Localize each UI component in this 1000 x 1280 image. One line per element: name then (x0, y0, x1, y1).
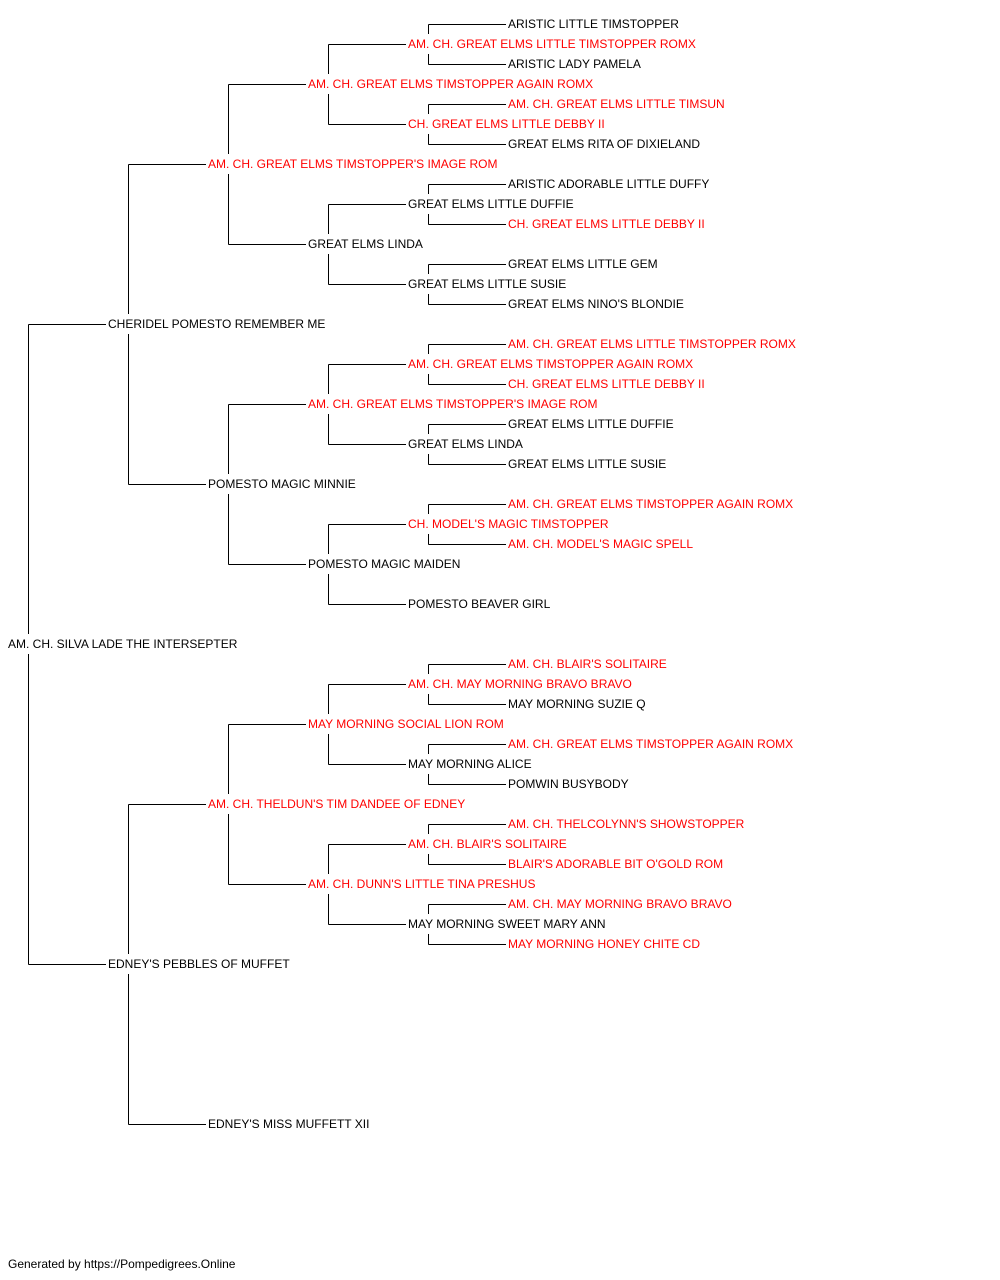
ancestor-name: ARISTIC ADORABLE LITTLE DUFFY (508, 177, 710, 191)
ancestor-name: GREAT ELMS NINO'S BLONDIE (508, 297, 684, 311)
ancestor-name: AM. CH. GREAT ELMS TIMSTOPPER AGAIN ROMX (508, 497, 794, 511)
ancestor-name: AM. CH. THELCOLYNN'S SHOWSTOPPER (508, 817, 745, 831)
ancestor-name: AM. CH. MAY MORNING BRAVO BRAVO (508, 897, 732, 911)
ancestor-name: MAY MORNING SWEET MARY ANN (408, 917, 606, 931)
ancestor-name: CH. GREAT ELMS LITTLE DEBBY II (508, 377, 705, 391)
ancestor-name: AM. CH. THELDUN'S TIM DANDEE OF EDNEY (208, 797, 466, 811)
ancestor-name: AM. CH. MAY MORNING BRAVO BRAVO (408, 677, 632, 691)
ancestor-name: GREAT ELMS LITTLE GEM (508, 257, 658, 271)
ancestor-name: POMWIN BUSYBODY (508, 777, 629, 791)
ancestor-name: AM. CH. GREAT ELMS LITTLE TIMSTOPPER ROM… (408, 37, 696, 51)
ancestor-name: AM. CH. MODEL'S MAGIC SPELL (508, 537, 693, 551)
ancestor-name: AM. CH. DUNN'S LITTLE TINA PRESHUS (308, 877, 536, 891)
ancestor-name: GREAT ELMS LITTLE SUSIE (508, 457, 667, 471)
ancestor-name: AM. CH. GREAT ELMS TIMSTOPPER AGAIN ROMX (308, 77, 594, 91)
ancestor-name: ARISTIC LITTLE TIMSTOPPER (508, 17, 679, 31)
ancestor-name: GREAT ELMS LINDA (308, 237, 423, 251)
ancestor-name: AM. CH. GREAT ELMS TIMSTOPPER'S IMAGE RO… (308, 397, 598, 411)
ancestor-name: MAY MORNING ALICE (408, 757, 532, 771)
ancestor-name: AM. CH. GREAT ELMS TIMSTOPPER'S IMAGE RO… (208, 157, 498, 171)
ancestor-name: AM. CH. BLAIR'S SOLITAIRE (408, 837, 567, 851)
ancestor-name: GREAT ELMS LITTLE SUSIE (408, 277, 567, 291)
ancestor-name: EDNEY'S PEBBLES OF MUFFET (108, 957, 290, 971)
ancestor-name: BLAIR'S ADORABLE BIT O'GOLD ROM (508, 857, 724, 871)
ancestor-name: AM. CH. GREAT ELMS TIMSTOPPER AGAIN ROMX (408, 357, 694, 371)
ancestor-name: ARISTIC LADY PAMELA (508, 57, 641, 71)
ancestor-name: CH. MODEL'S MAGIC TIMSTOPPER (408, 517, 609, 531)
ancestor-name: MAY MORNING SUZIE Q (508, 697, 646, 711)
ancestor-name: CH. GREAT ELMS LITTLE DEBBY II (408, 117, 605, 131)
ancestor-name: GREAT ELMS RITA OF DIXIELAND (508, 137, 701, 151)
subject-dog-name: AM. CH. SILVA LADE THE INTERSEPTER (8, 637, 238, 651)
ancestor-name: MAY MORNING SOCIAL LION ROM (308, 717, 504, 731)
ancestor-name: AM. CH. GREAT ELMS LITTLE TIMSTOPPER ROM… (508, 337, 796, 351)
ancestor-name: CH. GREAT ELMS LITTLE DEBBY II (508, 217, 705, 231)
ancestor-name: GREAT ELMS LITTLE DUFFIE (408, 197, 574, 211)
ancestor-name: AM. CH. GREAT ELMS TIMSTOPPER AGAIN ROMX (508, 737, 794, 751)
ancestor-name: POMESTO MAGIC MAIDEN (308, 557, 461, 571)
footer-credit: Generated by https://Pompedigrees.Online (8, 1257, 236, 1271)
ancestor-name: MAY MORNING HONEY CHITE CD (508, 937, 701, 951)
ancestor-name: AM. CH. BLAIR'S SOLITAIRE (508, 657, 667, 671)
ancestor-name: CHERIDEL POMESTO REMEMBER ME (108, 317, 326, 331)
ancestor-name: EDNEY'S MISS MUFFETT XII (208, 1117, 370, 1131)
ancestor-name: POMESTO MAGIC MINNIE (208, 477, 356, 491)
ancestor-name: GREAT ELMS LITTLE DUFFIE (508, 417, 674, 431)
ancestor-name: GREAT ELMS LINDA (408, 437, 523, 451)
ancestor-name: AM. CH. GREAT ELMS LITTLE TIMSUN (508, 97, 725, 111)
ancestor-name: POMESTO BEAVER GIRL (408, 597, 551, 611)
